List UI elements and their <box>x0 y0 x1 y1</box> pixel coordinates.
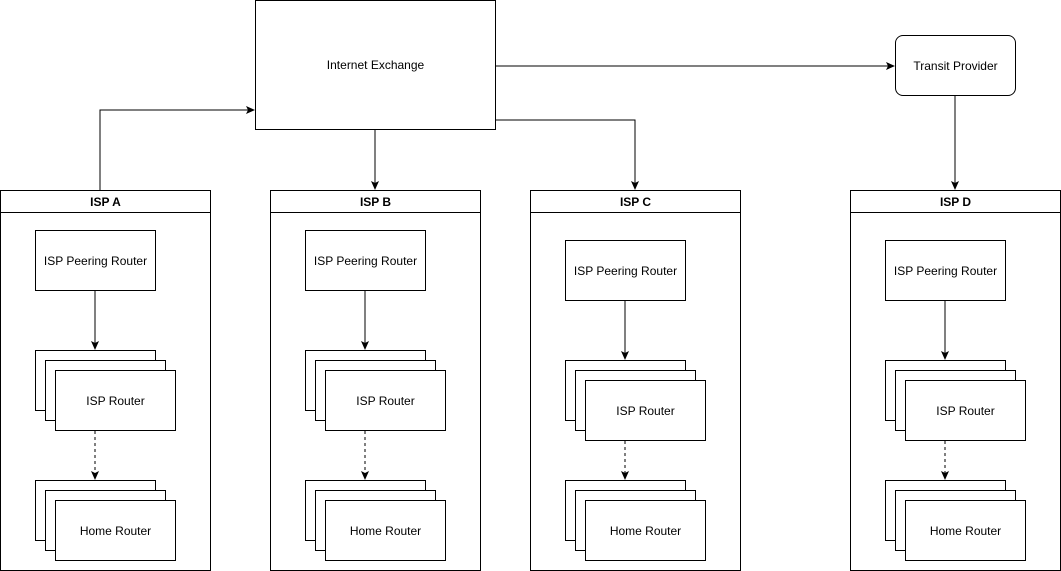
isp-b-home-router[interactable]: Home Router <box>325 500 446 561</box>
isp-c-isp-router[interactable]: ISP Router <box>585 380 706 441</box>
transit-provider-label: Transit Provider <box>913 58 998 73</box>
internet-exchange-label: Internet Exchange <box>326 58 425 72</box>
isp-a-peering-router-label: ISP Peering Router <box>43 253 148 268</box>
internet-exchange-node[interactable]: Internet Exchange <box>255 0 496 130</box>
isp-c-home-router[interactable]: Home Router <box>585 500 706 561</box>
isp-b-isp-router[interactable]: ISP Router <box>325 370 446 431</box>
isp-c-isp-router-label: ISP Router <box>616 403 675 418</box>
isp-c-peering-router-label: ISP Peering Router <box>573 263 678 278</box>
isp-b-title: ISP B <box>271 191 480 213</box>
isp-b-peering-router-label: ISP Peering Router <box>313 253 418 268</box>
isp-c-peering-router[interactable]: ISP Peering Router <box>565 240 686 301</box>
isp-a-peering-router[interactable]: ISP Peering Router <box>35 230 156 291</box>
isp-a-title: ISP A <box>1 191 210 213</box>
isp-d-isp-router[interactable]: ISP Router <box>905 380 1026 441</box>
isp-d-peering-router-label: ISP Peering Router <box>893 263 998 278</box>
isp-c-title: ISP C <box>531 191 740 213</box>
isp-a-isp-router-label: ISP Router <box>86 393 145 408</box>
edge-internet-exchange-to-isp-c <box>496 119 639 190</box>
isp-b-home-router-label: Home Router <box>349 523 422 538</box>
isp-d-home-router[interactable]: Home Router <box>905 500 1026 561</box>
isp-d-home-router-label: Home Router <box>929 523 1002 538</box>
isp-d-peering-router[interactable]: ISP Peering Router <box>885 240 1006 301</box>
transit-provider-node[interactable]: Transit Provider <box>895 35 1016 96</box>
isp-a-isp-router[interactable]: ISP Router <box>55 370 176 431</box>
isp-b-isp-router-label: ISP Router <box>356 393 415 408</box>
isp-d-isp-router-label: ISP Router <box>936 403 995 418</box>
isp-b-peering-router[interactable]: ISP Peering Router <box>305 230 426 291</box>
isp-a-home-router[interactable]: Home Router <box>55 500 176 561</box>
isp-c-home-router-label: Home Router <box>609 523 682 538</box>
isp-d-title: ISP D <box>851 191 1060 213</box>
edge-isp-a-to-internet-exchange <box>99 106 255 190</box>
isp-a-home-router-label: Home Router <box>79 523 152 538</box>
